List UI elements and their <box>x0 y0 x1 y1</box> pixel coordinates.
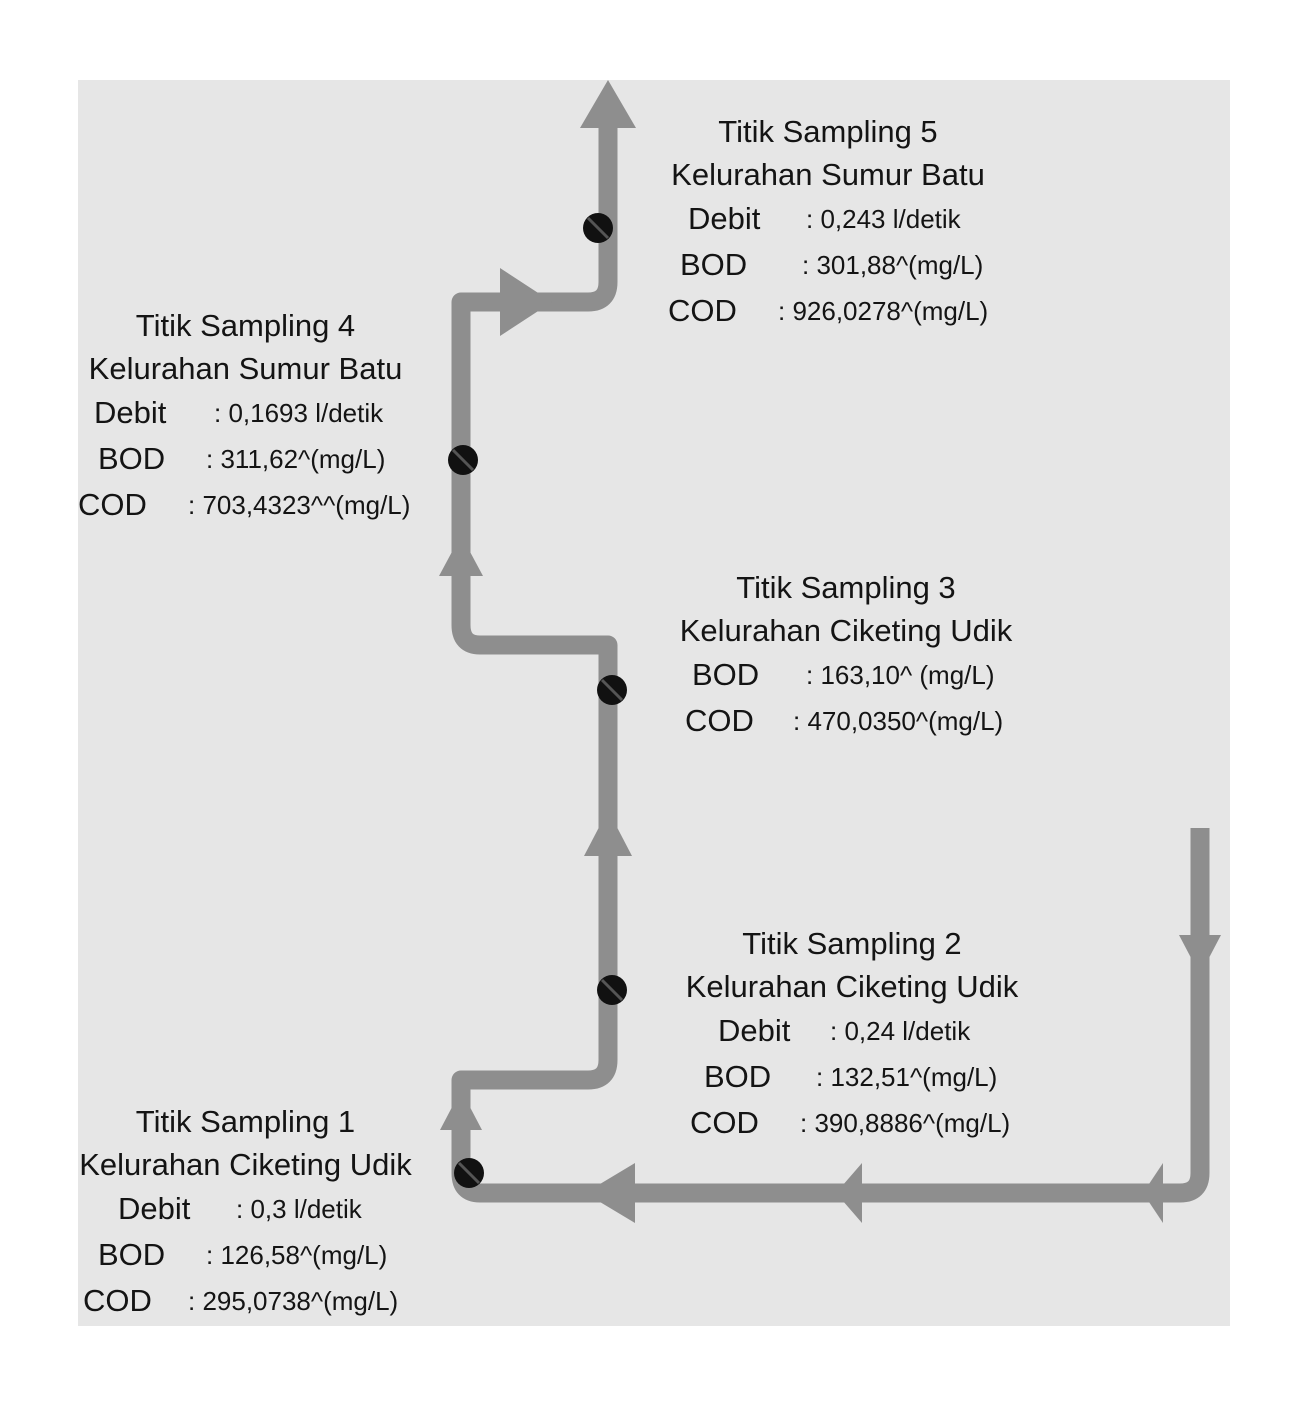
sampling-point-location: Kelurahan Sumur Batu <box>671 157 985 192</box>
debit-value: : 0,3 l/detik <box>236 1194 362 1224</box>
sampling-point-title: Titik Sampling 3 <box>736 570 956 605</box>
bod-label: BOD <box>704 1059 772 1094</box>
flow-direction-arrow-icon <box>580 80 636 128</box>
cod-label: COD <box>690 1105 759 1140</box>
flow-direction-arrow-icon <box>500 268 552 336</box>
debit-label: Debit <box>688 201 761 236</box>
sampling-point-title: Titik Sampling 4 <box>135 308 356 343</box>
flow-direction-arrow-icon <box>584 810 632 856</box>
flow-direction-arrow-icon <box>440 1090 482 1130</box>
sampling-point-title: Titik Sampling 1 <box>135 1104 356 1139</box>
bod-label: BOD <box>98 1237 166 1272</box>
cod-label: COD <box>685 703 754 738</box>
sampling-point-icon <box>597 675 627 705</box>
sampling-point-icon <box>583 213 613 243</box>
debit-value: : 0,24 l/detik <box>830 1016 971 1046</box>
sampling-point-icon <box>454 1158 484 1188</box>
sampling-point-location: Kelurahan Ciketing Udik <box>679 613 1013 648</box>
sampling-point-2-label: Titik Sampling 2 Kelurahan Ciketing Udik… <box>682 922 1022 1140</box>
debit-value: : 0,1693 l/detik <box>214 398 384 428</box>
debit-label: Debit <box>94 395 167 430</box>
bod-value: : 311,62^(mg/L) <box>206 444 386 474</box>
cod-value: : 470,0350^(mg/L) <box>793 706 1004 736</box>
bod-value: : 126,58^(mg/L) <box>206 1240 388 1270</box>
sampling-point-title: Titik Sampling 2 <box>742 926 962 961</box>
flow-direction-arrow-icon <box>585 1163 635 1223</box>
river-channel <box>451 125 1210 1203</box>
bod-label: BOD <box>98 441 166 476</box>
flow-direction-arrow-icon <box>439 535 483 576</box>
cod-label: COD <box>668 293 737 328</box>
sampling-point-1-label: Titik Sampling 1 Kelurahan Ciketing Udik… <box>78 1100 413 1318</box>
cod-value: : 390,8886^(mg/L) <box>800 1108 1011 1138</box>
flow-direction-arrow-icon <box>1179 935 1221 975</box>
debit-label: Debit <box>118 1191 191 1226</box>
river-flow-diagram: Titik Sampling 1 Kelurahan Ciketing Udik… <box>78 80 1230 1326</box>
flow-direction-arrow-icon <box>836 1163 862 1223</box>
bod-label: BOD <box>680 247 748 282</box>
sampling-point-3-label: Titik Sampling 3 Kelurahan Ciketing Udik… <box>676 566 1016 738</box>
sampling-point-icon <box>597 975 627 1005</box>
cod-value: : 926,0278^(mg/L) <box>778 296 989 326</box>
cod-value: : 703,4323^^(mg/L) <box>188 490 411 520</box>
sampling-point-location: Kelurahan Sumur Batu <box>88 351 403 386</box>
debit-value: : 0,243 l/detik <box>806 204 961 234</box>
flow-direction-arrow-icon <box>1143 1163 1163 1223</box>
bod-label: BOD <box>692 657 760 692</box>
sampling-point-4-label: Titik Sampling 4 Kelurahan Sumur Batu De… <box>78 304 413 522</box>
river-path-svg <box>439 80 1221 1223</box>
sampling-point-location: Kelurahan Ciketing Udik <box>79 1147 412 1182</box>
cod-label: COD <box>78 487 147 522</box>
sampling-point-title: Titik Sampling 5 <box>718 114 938 149</box>
debit-label: Debit <box>718 1013 791 1048</box>
sampling-point-location: Kelurahan Ciketing Udik <box>685 969 1019 1004</box>
sampling-point-icon <box>448 445 478 475</box>
sampling-point-5-label: Titik Sampling 5 Kelurahan Sumur Batu De… <box>668 110 988 328</box>
bod-value: : 301,88^(mg/L) <box>802 250 984 280</box>
cod-value: : 295,0738^(mg/L) <box>188 1286 399 1316</box>
bod-value: : 163,10^ (mg/L) <box>806 660 995 690</box>
cod-label: COD <box>83 1283 152 1318</box>
bod-value: : 132,51^(mg/L) <box>816 1062 998 1092</box>
